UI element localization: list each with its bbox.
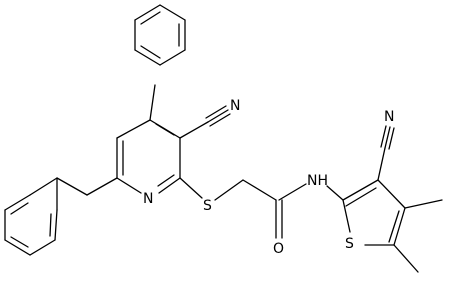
carbonyl-o-label: O bbox=[273, 241, 284, 257]
methyl-c5-bond bbox=[393, 244, 419, 273]
pyridine-nitrile-n-label: N bbox=[230, 98, 240, 114]
thiophene-nitrile-group: N bbox=[377, 109, 395, 181]
thiophene-nitrile-n-label: N bbox=[384, 109, 394, 125]
thiophene-ring: S bbox=[342, 179, 406, 252]
thiophene-s-label: S bbox=[345, 236, 354, 252]
amide-nh-label: NH bbox=[307, 173, 328, 189]
thioether-s-label: S bbox=[203, 198, 212, 214]
s-ch2-bond bbox=[214, 179, 244, 201]
pyridine-nitrile-group: N bbox=[179, 98, 240, 139]
pyridine-n-label: N bbox=[143, 191, 153, 207]
pyridine-ring bbox=[116, 84, 181, 194]
phenyl-ring-bottom bbox=[4, 177, 118, 256]
c2-s-bond bbox=[179, 177, 203, 199]
phenyl-ring-top bbox=[134, 4, 186, 66]
methyl-c4-bond bbox=[404, 199, 443, 209]
acetamide-group: O NH bbox=[242, 173, 344, 257]
